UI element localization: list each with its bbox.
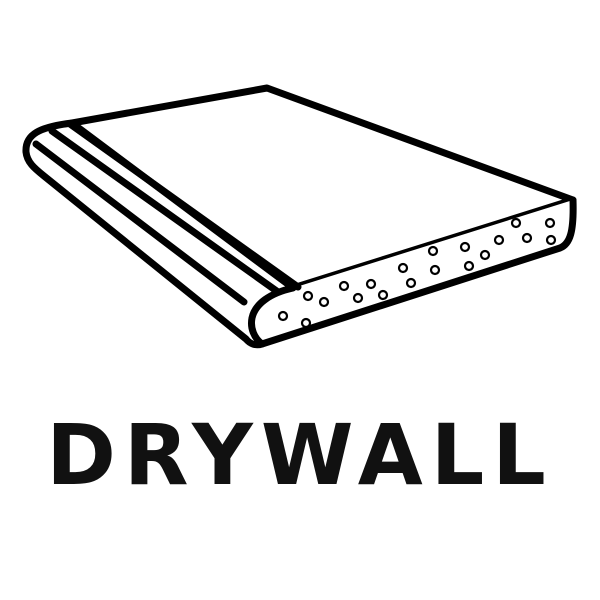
core-dot [338, 280, 350, 292]
core-dot [459, 241, 471, 253]
edge-groove-inner [66, 120, 302, 291]
board-cut-end [248, 196, 577, 348]
core-dot [463, 260, 475, 272]
core-dot [277, 310, 289, 322]
core-dot [300, 317, 312, 329]
core-dots [277, 217, 557, 329]
core-dot [318, 296, 330, 308]
core-dot [521, 232, 533, 244]
drywall-board-icon [22, 84, 577, 349]
core-dot [427, 245, 439, 257]
core-dot [429, 264, 441, 276]
core-dot [377, 289, 389, 301]
core-dot [405, 277, 417, 289]
core-dot [479, 249, 491, 261]
drywall-title: DRYWALL [46, 406, 554, 504]
core-dot [397, 262, 409, 274]
board-outline [22, 84, 577, 349]
core-dot [365, 278, 377, 290]
edge-groove-middle [48, 127, 282, 296]
edge-lines [32, 120, 302, 306]
core-dot [545, 234, 557, 246]
edge-groove-outer [32, 140, 248, 306]
core-dot [510, 217, 522, 229]
core-dot [493, 234, 505, 246]
core-dot [544, 217, 556, 229]
core-dot [352, 292, 364, 304]
core-dot [302, 290, 314, 302]
